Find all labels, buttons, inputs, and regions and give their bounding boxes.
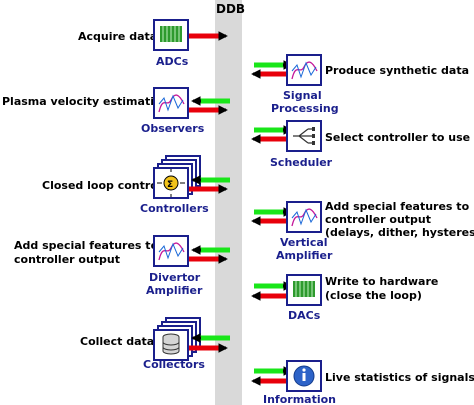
waveform-icon	[286, 201, 322, 233]
adcs-label: ADCs	[156, 55, 189, 68]
adcs-description: Acquire data	[78, 30, 157, 43]
vertical-amplifier-description-line-2: controller output	[325, 213, 431, 226]
observers-description: Plasma velocity estimation	[2, 95, 169, 108]
information-label: Information	[263, 393, 336, 405]
divertor-label-line-2: Amplifier	[146, 284, 203, 297]
signal-processing-description: Produce synthetic data	[325, 64, 469, 77]
waveform-icon	[153, 235, 189, 267]
divertor-description-line-1: Add special features to	[14, 239, 159, 252]
divertor-description-line-2: controller output	[14, 253, 120, 266]
scheduler-description: Select controller to use	[325, 131, 470, 144]
module-dacs: DACs Write to hardware (close the loop)	[251, 274, 438, 322]
module-collectors: Collect data Collectors	[80, 317, 230, 371]
chip-icon	[153, 19, 189, 51]
collectors-description: Collect data	[80, 335, 154, 348]
controllers-label: Controllers	[140, 202, 209, 215]
controllers-description: Closed loop control	[42, 179, 162, 192]
controller-stack-icon: Σ	[153, 155, 201, 199]
divertor-label-line-1: Divertor	[149, 271, 201, 284]
module-signal-processing: Signal Processing Produce synthetic data	[251, 54, 469, 115]
dacs-label: DACs	[288, 309, 321, 322]
dacs-description-line-2: (close the loop)	[325, 289, 422, 302]
module-controllers: Closed loop control Σ Controllers	[42, 155, 230, 215]
scheduler-label: Scheduler	[270, 156, 333, 169]
vertical-amplifier-description-line-3: (delays, dither, hysteresis)	[325, 226, 474, 239]
vertical-amplifier-label-line-2: Amplifier	[276, 249, 333, 262]
module-observers: Plasma velocity estimation Observers	[2, 87, 230, 135]
collectors-label: Collectors	[143, 358, 205, 371]
chip-icon	[286, 274, 322, 306]
waveform-icon	[153, 87, 189, 119]
observers-label: Observers	[141, 122, 205, 135]
module-scheduler: Scheduler Select controller to use	[251, 120, 470, 169]
vertical-amplifier-label-line-1: Vertical	[280, 236, 328, 249]
ddb-bus	[215, 0, 242, 405]
signal-processing-label-line-2: Processing	[271, 102, 339, 115]
information-description: Live statistics of signals	[325, 371, 474, 384]
waveform-icon	[286, 54, 322, 86]
module-divertor-amplifier: Add special features to controller outpu…	[14, 235, 230, 297]
module-adcs: Acquire data ADCs	[78, 19, 228, 68]
ddb-label: DDB	[216, 2, 245, 16]
module-vertical-amplifier: Vertical Amplifier Add special features …	[251, 200, 474, 262]
signal-processing-label-line-1: Signal	[283, 89, 322, 102]
dacs-description-line-1: Write to hardware	[325, 275, 438, 288]
switch-icon	[286, 120, 322, 152]
vertical-amplifier-description-line-1: Add special features to	[325, 200, 470, 213]
svg-text:Σ: Σ	[167, 180, 173, 190]
info-icon	[286, 360, 322, 392]
module-information: Information Live statistics of signals	[251, 360, 474, 405]
